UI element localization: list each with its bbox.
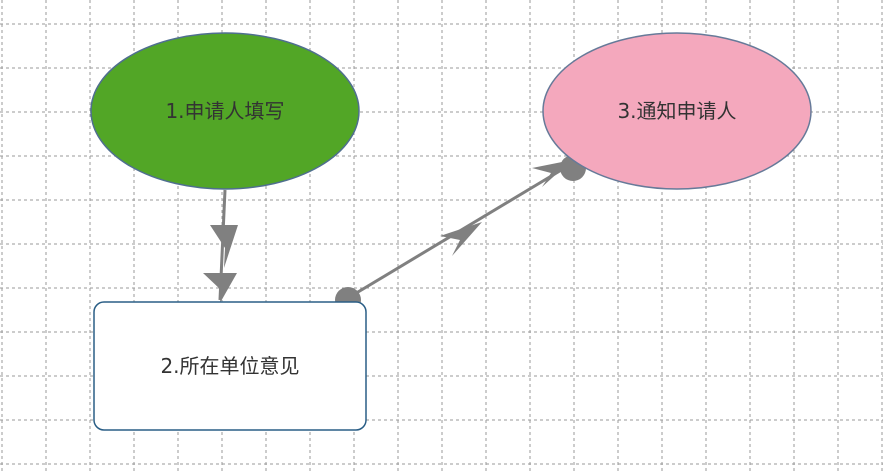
edge-n2-n3-mid-arrow [440,222,482,256]
edge-n2-n3[interactable] [335,155,586,313]
edge-n1-n2-mid-arrow [210,225,238,268]
node-unit-opinion[interactable]: 2.所在单位意见 [93,301,367,431]
node-notify-applicant-shape[interactable] [542,32,812,190]
node-applicant-fill-shape[interactable] [90,32,360,190]
node-notify-applicant[interactable]: 3.通知申请人 [542,32,812,190]
node-applicant-fill-label: 1.申请人填写 [165,99,284,123]
edge-n1-n2-end-arrow [203,273,237,303]
node-unit-opinion-shape[interactable] [93,301,367,431]
node-applicant-fill[interactable]: 1.申请人填写 [90,32,360,190]
node-unit-opinion-label: 2.所在单位意见 [160,354,299,378]
edge-n1-n2[interactable] [203,189,238,303]
node-notify-applicant-label: 3.通知申请人 [617,99,736,123]
